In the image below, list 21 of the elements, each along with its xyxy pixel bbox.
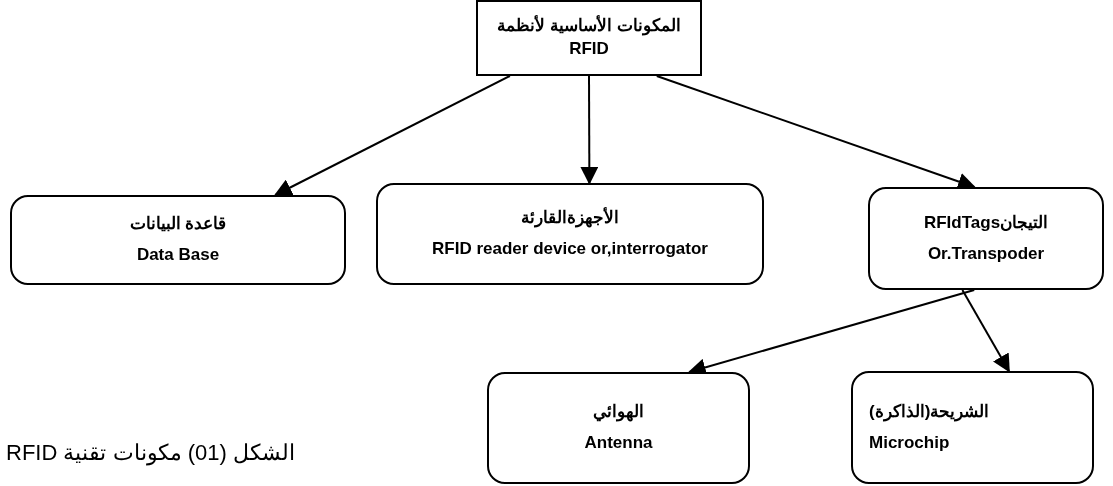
title-box bbox=[476, 0, 702, 76]
node-text: الهوائي bbox=[593, 401, 644, 424]
node-text: Antenna bbox=[584, 432, 653, 454]
component-box bbox=[376, 183, 764, 285]
node-text: قاعدة البيانات bbox=[129, 213, 227, 236]
node-text: الأجهزةالقارئة bbox=[521, 207, 619, 230]
component-box bbox=[851, 371, 1094, 484]
node-text: RFID reader device or,interrogator bbox=[432, 238, 708, 260]
node-text: المكونات الأساسية لأنظمة RFID bbox=[496, 15, 682, 60]
node-text: Or.Transpoder bbox=[927, 242, 1045, 265]
node-text: الشريحة(الذاكرة) bbox=[869, 400, 990, 424]
node-text: Data Base bbox=[136, 244, 220, 266]
arrow bbox=[273, 75, 511, 196]
component-box bbox=[868, 187, 1104, 290]
node-text: التيجانRFIdTags bbox=[923, 211, 1049, 234]
arrow bbox=[580, 75, 599, 185]
component-box bbox=[487, 372, 750, 484]
node-text: Microchip bbox=[869, 431, 950, 454]
arrow bbox=[961, 289, 1010, 373]
component-box bbox=[10, 195, 346, 285]
figure-caption: الشكل (01) مكونات تقنية RFID bbox=[6, 440, 295, 466]
